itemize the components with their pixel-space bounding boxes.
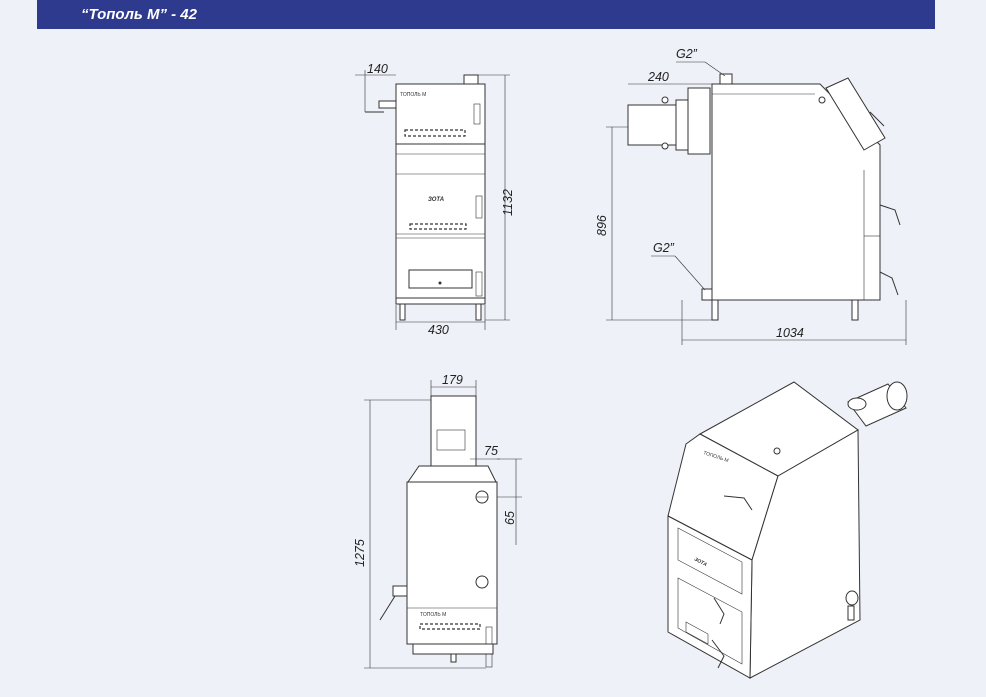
front-top-handle <box>473 103 481 125</box>
side-lid <box>825 77 886 151</box>
front-valve <box>378 100 397 109</box>
label-side-bottom-fitting: G2” <box>653 241 675 255</box>
dim-side-depth: 1034 <box>776 326 804 340</box>
front-ash-door <box>408 269 473 289</box>
front-mid-handle <box>475 195 483 219</box>
back-fitting-bottom <box>475 575 489 589</box>
iso-lid-handle <box>723 495 753 511</box>
iso-door-lower <box>677 577 743 665</box>
back-valve <box>392 585 408 597</box>
title-bar: “Тополь М” - 42 <box>37 0 935 29</box>
front-top-box <box>395 83 486 145</box>
front-low-handle <box>475 271 483 297</box>
side-view: 240 G2” G2” 896 1034 <box>595 47 907 345</box>
side-door-handle <box>879 271 899 296</box>
back-vent <box>419 623 481 630</box>
leader-bottom-fitting <box>674 255 706 291</box>
dim-back-height: 1275 <box>353 539 367 567</box>
back-brand-label: ТОПОЛЬ М <box>420 612 446 618</box>
front-view: ТОПОЛЬ М ЗОТА 140 <box>355 62 515 337</box>
dim-back-flue-width: 179 <box>442 373 463 387</box>
side-top-fitting <box>719 73 733 86</box>
side-door-handle <box>879 204 901 226</box>
iso-top-fitting <box>773 447 781 455</box>
iso-flue-end <box>886 381 908 411</box>
iso-right-face <box>749 429 861 679</box>
back-flue-plate <box>436 429 466 451</box>
dim-side-height: 896 <box>595 215 609 236</box>
side-lid-handle <box>869 111 885 127</box>
back-valve-handle <box>379 595 396 621</box>
back-flue-base <box>407 465 497 483</box>
iso-logo: ЗОТА <box>693 556 708 568</box>
iso-leg <box>847 605 855 621</box>
page-title: “Тополь М” - 42 <box>81 6 197 23</box>
dim-back-fitting-height: 65 <box>503 511 517 525</box>
front-ash-knob <box>438 281 442 285</box>
iso-side-fitting <box>845 590 859 606</box>
side-flue-bolt <box>661 142 669 150</box>
iso-door-upper <box>677 527 743 595</box>
back-leg <box>450 653 457 663</box>
dim-front-width: 430 <box>428 323 449 337</box>
front-top-vent <box>404 129 466 137</box>
side-flue-bolt <box>661 96 669 104</box>
iso-view: ТОПОЛЬ М ЗОТА <box>667 381 908 679</box>
side-leg <box>851 299 859 321</box>
side-lid-hinge <box>818 96 826 104</box>
side-flue-pipe <box>627 104 677 146</box>
side-leg <box>711 299 719 321</box>
front-logo: ЗОТА <box>428 197 444 203</box>
iso-flue-collar <box>847 397 867 411</box>
leader-top-fitting <box>704 61 726 77</box>
iso-ash-slot <box>685 621 709 645</box>
iso-door-handle <box>713 597 725 625</box>
side-flue-mount <box>687 87 711 155</box>
iso-front-face <box>667 515 753 679</box>
iso-door-handle <box>711 639 725 669</box>
dim-back-fitting-offset: 75 <box>484 444 498 458</box>
label-side-top-fitting: G2” <box>676 47 698 61</box>
dim-front-flue-offset: 140 <box>367 62 388 76</box>
side-flue-collar <box>675 99 689 151</box>
back-view: ТОПОЛЬ М 179 75 65 127 <box>353 373 522 669</box>
front-base <box>395 297 486 305</box>
front-brand-label: ТОПОЛЬ М <box>400 92 426 98</box>
side-bottom-fitting <box>701 288 713 301</box>
side-body <box>711 83 881 301</box>
dim-front-height: 1132 <box>501 189 515 216</box>
dim-side-flue-offset: 240 <box>647 70 669 84</box>
front-mid-vent <box>409 223 467 230</box>
back-flue-pipe <box>430 395 477 467</box>
back-base <box>412 643 494 655</box>
back-body <box>406 481 498 645</box>
front-leg <box>399 303 406 321</box>
front-leg <box>475 303 482 321</box>
